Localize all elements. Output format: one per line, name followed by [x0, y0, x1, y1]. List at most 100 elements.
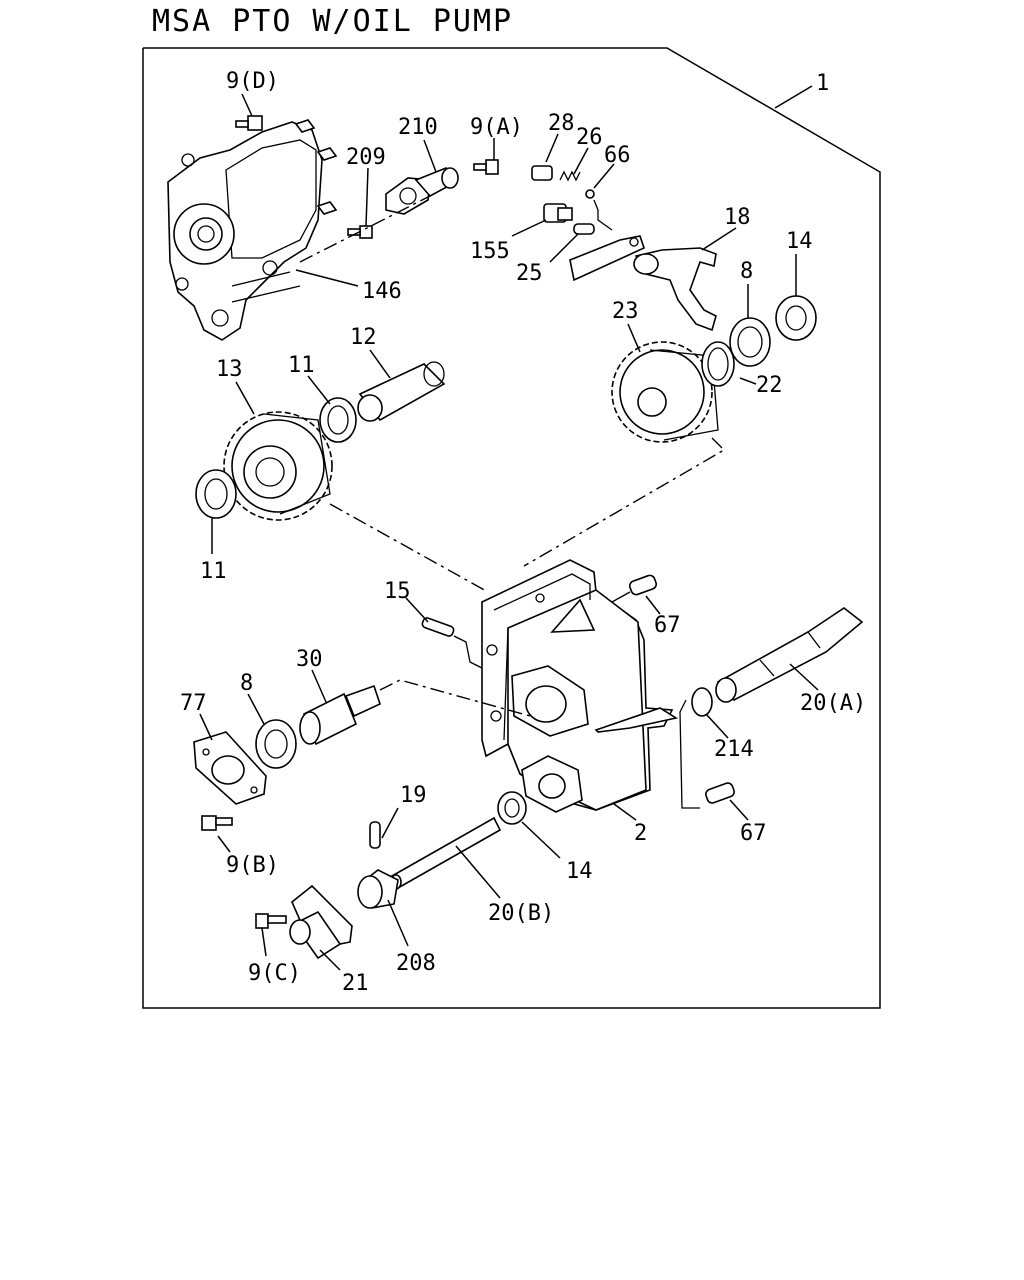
callout-12: 12	[350, 325, 377, 350]
leader-13	[235, 381, 255, 415]
callout-21: 21	[342, 971, 369, 996]
leader-214	[705, 713, 729, 739]
leader-15	[405, 597, 429, 623]
callout-210: 210	[398, 115, 438, 140]
leader-28	[545, 133, 559, 163]
shaft-20a	[715, 607, 864, 703]
callout-9a: 9(A)	[470, 115, 523, 140]
leader-18	[701, 227, 737, 251]
assembly-frame	[142, 47, 881, 1009]
leader-30	[311, 669, 327, 703]
oil-pump-housing	[167, 119, 338, 341]
pto-case-2	[481, 559, 679, 813]
shift-fork-18	[633, 247, 717, 332]
leader-67-upper	[645, 595, 661, 615]
callout-214: 214	[714, 737, 754, 762]
callout-77: 77	[180, 691, 207, 716]
dash-shaft30-case	[379, 679, 531, 717]
leader-22	[739, 377, 757, 385]
leader-9d	[241, 93, 253, 117]
callout-9d: 9(D)	[226, 69, 279, 94]
dash-pin15	[453, 635, 483, 669]
leader-146	[295, 269, 359, 287]
callout-28: 28	[548, 111, 575, 136]
callout-2: 2	[634, 821, 647, 846]
leader-21	[319, 949, 341, 971]
bolt-9c	[255, 913, 287, 929]
callout-14-upper: 14	[786, 229, 813, 254]
diagram-title: MSA PTO W/OIL PUMP	[152, 4, 514, 39]
gear-13	[223, 411, 333, 521]
callout-8-lower: 8	[240, 671, 253, 696]
leader-25	[549, 233, 579, 263]
callout-66: 66	[604, 143, 631, 168]
pin-19	[369, 821, 381, 849]
pin-67-upper	[628, 574, 658, 596]
leader-155	[511, 219, 547, 237]
gear-shaft-30	[299, 684, 381, 746]
leader-14-lower	[521, 821, 561, 859]
shaft-12	[357, 361, 446, 422]
callout-30: 30	[296, 647, 323, 672]
leader-9b	[217, 835, 231, 853]
callout-208: 208	[396, 951, 436, 976]
leader-209	[365, 167, 369, 227]
leader-1	[774, 85, 813, 109]
dash-pin67	[611, 591, 631, 603]
ball-66	[585, 189, 595, 199]
cover-21	[289, 884, 353, 960]
leader-210	[423, 139, 437, 173]
gear-23	[611, 341, 719, 443]
callout-19: 19	[400, 783, 427, 808]
seal-14-lower	[497, 791, 527, 825]
callout-11-lower: 11	[200, 559, 227, 584]
callout-67-upper: 67	[654, 613, 681, 638]
callout-26: 26	[576, 125, 603, 150]
leader-2	[613, 803, 637, 821]
needle-bearing-11-lower	[195, 469, 237, 519]
leader-23	[627, 323, 641, 353]
callout-209: 209	[346, 145, 386, 170]
callout-13: 13	[216, 357, 243, 382]
callout-9c: 9(C)	[248, 961, 301, 986]
needle-bearing-11-upper	[319, 397, 357, 443]
seal-14-upper	[775, 295, 817, 341]
dash-rail	[593, 199, 613, 231]
callout-20b: 20(B)	[488, 901, 554, 926]
spring-26	[559, 170, 581, 182]
leader-19	[381, 807, 399, 839]
leader-8-lower	[247, 693, 265, 725]
leader-20b	[455, 845, 501, 899]
leader-20a	[789, 663, 819, 691]
plug-155	[543, 203, 573, 223]
plug-28	[531, 165, 553, 181]
callout-20a: 20(A)	[800, 691, 866, 716]
shift-rail	[569, 235, 645, 282]
callout-67-lower: 67	[740, 821, 767, 846]
callout-1: 1	[816, 71, 829, 96]
leader-11-upper	[307, 375, 331, 405]
callout-22: 22	[756, 373, 783, 398]
cover-77	[193, 731, 267, 805]
snap-ring-214	[691, 687, 713, 717]
shift-head-208	[357, 869, 399, 909]
leader-9c	[261, 927, 267, 957]
bolt-9d	[235, 115, 263, 131]
dash-214	[679, 699, 700, 809]
callout-23: 23	[612, 299, 639, 324]
callout-8-upper: 8	[740, 259, 753, 284]
washer-22	[701, 341, 735, 387]
cover-210	[385, 167, 459, 215]
pin-67-lower	[705, 782, 735, 804]
dash-gear23-case	[523, 437, 726, 567]
callout-146: 146	[362, 279, 402, 304]
leader-77	[199, 713, 213, 741]
callout-25: 25	[516, 261, 543, 286]
callout-14-lower: 14	[566, 859, 593, 884]
leader-67-lower	[729, 799, 749, 821]
callout-9b: 9(B)	[226, 853, 279, 878]
bolt-9b	[201, 815, 233, 831]
pin-25	[573, 223, 595, 235]
callout-18: 18	[724, 205, 751, 230]
